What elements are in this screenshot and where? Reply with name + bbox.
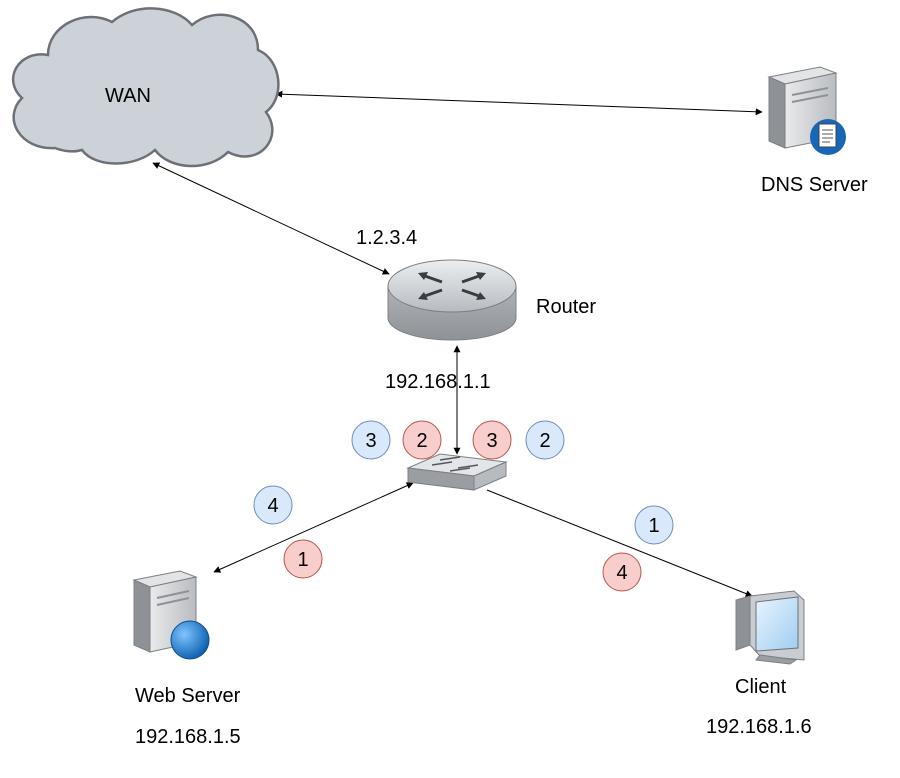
step-badge-blue: 3: [351, 420, 391, 460]
router-label: Router: [536, 296, 597, 318]
web-server-icon: [132, 570, 210, 660]
dns-server-icon: [767, 66, 846, 155]
router-icon: [387, 259, 517, 341]
wan-ip-label: 1.2.3.4: [356, 227, 418, 249]
wan-label: WAN: [105, 85, 151, 107]
svg-text:2: 2: [416, 430, 427, 452]
svg-text:1: 1: [297, 549, 308, 571]
svg-text:3: 3: [365, 430, 376, 452]
step-badge-red: 3: [472, 420, 512, 460]
switch-icon: [406, 453, 508, 491]
svg-text:1: 1: [648, 515, 659, 537]
web-server-ip-label: 192.168.1.5: [135, 726, 241, 748]
step-badge-blue: 4: [253, 485, 293, 525]
link-switch-webserver: [213, 482, 414, 573]
link-wan-dns: [275, 90, 763, 116]
link-wan-router: [152, 162, 390, 275]
step-badge-red: 4: [602, 552, 642, 592]
step-badge-red: 1: [283, 539, 323, 579]
client-computer-icon: [735, 590, 805, 665]
svg-text:4: 4: [616, 562, 627, 584]
svg-text:4: 4: [267, 495, 278, 517]
client-label: Client: [735, 676, 787, 698]
dns-server-label: DNS Server: [761, 174, 868, 196]
cloud-icon: [11, 7, 280, 168]
svg-text:2: 2: [539, 430, 550, 452]
step-badge-blue: 1: [634, 505, 674, 545]
web-server-label: Web Server: [135, 685, 241, 707]
step-badge-blue: 2: [525, 420, 565, 460]
svg-text:3: 3: [486, 430, 497, 452]
step-badge-red: 2: [402, 420, 442, 460]
link-switch-client: [486, 489, 753, 597]
client-ip-label: 192.168.1.6: [706, 716, 812, 738]
router-lan-ip-label: 192.168.1.1: [385, 371, 491, 393]
